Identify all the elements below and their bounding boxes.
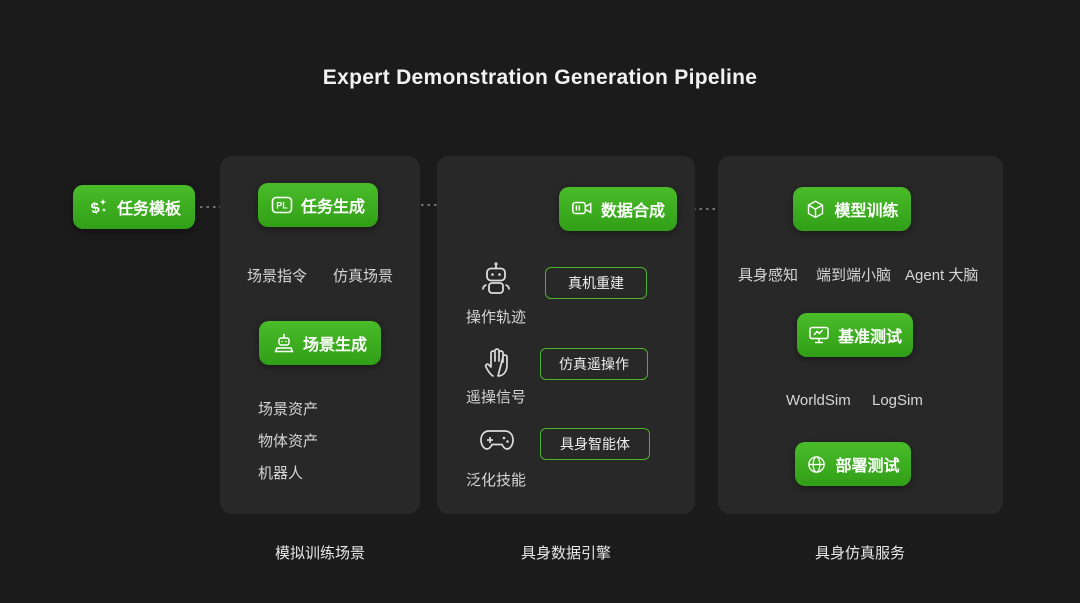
scene-generation-label: 场景生成 bbox=[302, 337, 367, 354]
robot-icon bbox=[478, 259, 514, 299]
embodied-perception-label: 具身感知 bbox=[738, 267, 799, 284]
worldsim-label: WorldSim bbox=[786, 392, 851, 409]
end-to-end-cerebellum-label: 端到端小脑 bbox=[816, 267, 892, 284]
sim-teleoperation-box: 仿真遥操作 bbox=[540, 348, 648, 380]
svg-text:$: $ bbox=[89, 199, 101, 217]
benchmark-test-label: 基准测试 bbox=[837, 329, 902, 346]
glove-icon bbox=[480, 343, 514, 379]
data-synthesis-label: 数据合成 bbox=[600, 203, 665, 220]
model-training-label: 模型训练 bbox=[834, 203, 899, 220]
generalized-skill-label: 泛化技能 bbox=[466, 472, 527, 489]
scene-generation-node: 场景生成 bbox=[259, 321, 381, 365]
panel1-caption: 模拟训练场景 bbox=[274, 545, 366, 562]
page-title: Expert Demonstration Generation Pipeline bbox=[322, 66, 758, 89]
embodied-agent-label: 具身智能体 bbox=[560, 436, 630, 452]
scene-instruction-label: 场景指令 bbox=[247, 268, 308, 285]
globe-icon bbox=[806, 454, 827, 475]
manipulation-trajectory-label: 操作轨迹 bbox=[466, 309, 527, 326]
monitor-icon bbox=[808, 325, 830, 345]
panel2-caption: 具身数据引擎 bbox=[520, 545, 612, 562]
sim-scene-label: 仿真场景 bbox=[333, 268, 394, 285]
task-template-label: 任务模板 bbox=[116, 201, 181, 218]
agent-brain-label: Agent 大脑 bbox=[905, 267, 979, 284]
task-generation-node: PL 任务生成 bbox=[258, 183, 378, 227]
sim-teleoperation-label: 仿真遥操作 bbox=[559, 356, 629, 372]
data-synthesis-node: 数据合成 bbox=[559, 187, 677, 231]
teleoperation-signal-label: 遥操信号 bbox=[466, 389, 527, 406]
svg-text:PL: PL bbox=[276, 201, 288, 211]
logsim-label: LogSim bbox=[872, 392, 923, 409]
scene-asset-label: 场景资产 bbox=[258, 401, 319, 418]
robot-builder-icon bbox=[273, 332, 295, 354]
gamepad-icon bbox=[479, 427, 515, 455]
deployment-test-node: 部署测试 bbox=[795, 442, 911, 486]
object-asset-label: 物体资产 bbox=[258, 433, 319, 450]
real-machine-reconstruction-label: 真机重建 bbox=[568, 275, 624, 291]
cube-icon bbox=[805, 199, 826, 220]
embodied-agent-box: 具身智能体 bbox=[540, 428, 650, 460]
pl-badge-icon: PL bbox=[271, 195, 293, 215]
money-sparkle-icon: $ bbox=[87, 196, 109, 218]
panel3-caption: 具身仿真服务 bbox=[814, 545, 906, 562]
task-template-node: $ 任务模板 bbox=[73, 185, 195, 229]
task-generation-label: 任务生成 bbox=[300, 199, 365, 216]
video-camera-icon bbox=[571, 199, 593, 219]
real-machine-reconstruction-box: 真机重建 bbox=[545, 267, 647, 299]
benchmark-test-node: 基准测试 bbox=[797, 313, 913, 357]
robot-asset-label: 机器人 bbox=[258, 465, 304, 482]
deployment-test-label: 部署测试 bbox=[835, 458, 900, 475]
model-training-node: 模型训练 bbox=[793, 187, 911, 231]
